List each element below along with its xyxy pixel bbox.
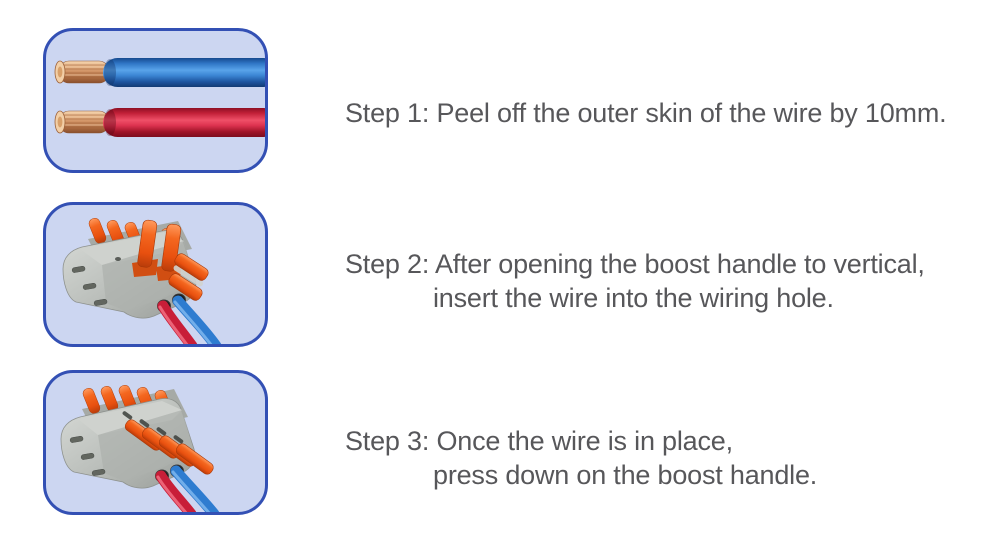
step2-instruction: Step 2: After opening the boost handle t… [345, 249, 925, 313]
inserted-wires [155, 465, 220, 512]
step3-image-panel [43, 370, 268, 515]
stripped-wires-illustration [54, 58, 265, 137]
red-wire [54, 108, 265, 137]
inserted-wires [157, 295, 222, 344]
step2-image-panel [43, 202, 268, 347]
boost-handle-closed [124, 419, 214, 475]
blue-wire [54, 58, 265, 87]
step1-instruction: Step 1: Peel off the outer skin of the w… [345, 98, 947, 128]
connector-open [62, 217, 222, 344]
step3-instruction: Step 3: Once the wire is in place, press… [345, 426, 818, 490]
step1-image-panel [43, 28, 268, 173]
connector-closed [60, 384, 220, 512]
connector-levers-closed-illustration [60, 384, 220, 512]
connector-levers-open-illustration [62, 217, 222, 344]
